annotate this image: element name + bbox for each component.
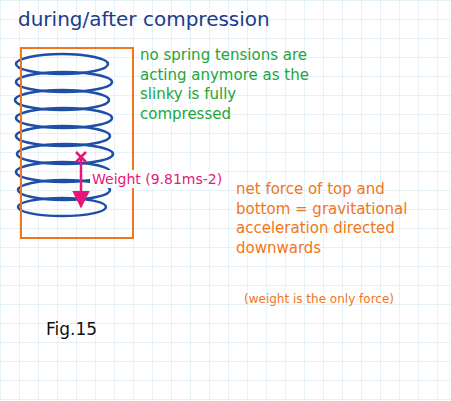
annotation-note: no spring tensions are acting anymore as… (140, 46, 320, 124)
container-box (21, 48, 133, 238)
title: during/after compression (18, 6, 270, 32)
annotation-note: (weight is the only force) (244, 292, 444, 308)
annotation-note: net force of top and bottom = gravitatio… (236, 180, 441, 258)
figure-caption: Fig.15 (46, 318, 97, 340)
slinky-coils (15, 54, 113, 216)
weight-arrow (76, 152, 86, 205)
force-label: Weight (9.81ms-2) (90, 170, 224, 188)
